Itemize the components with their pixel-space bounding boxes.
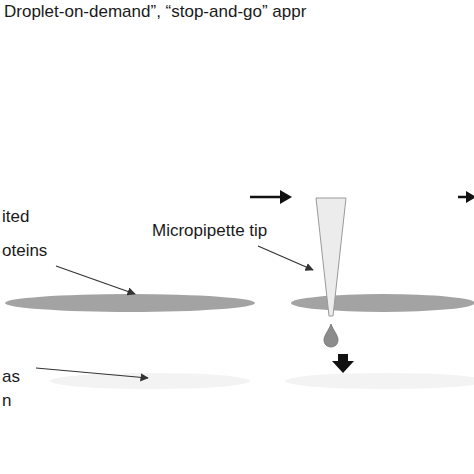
protein-layer: [5, 294, 255, 312]
down-arrow: [332, 354, 354, 373]
process-arrow: [250, 190, 474, 204]
glass-slide: [285, 373, 474, 389]
leader-line: [258, 246, 313, 270]
protein-layer: [291, 294, 474, 312]
micropipette-tip: [316, 198, 346, 316]
figure-title: Droplet-on-demand”, “stop-and-go” appr: [4, 2, 306, 22]
leader-line: [56, 266, 135, 294]
leader-line: [36, 368, 148, 378]
part-label: Micropipette tip: [152, 220, 292, 242]
glass-slide: [50, 373, 250, 389]
part-label: ited oteins: [2, 200, 60, 268]
droplet: [324, 324, 338, 347]
part-label: as n: [2, 365, 24, 413]
